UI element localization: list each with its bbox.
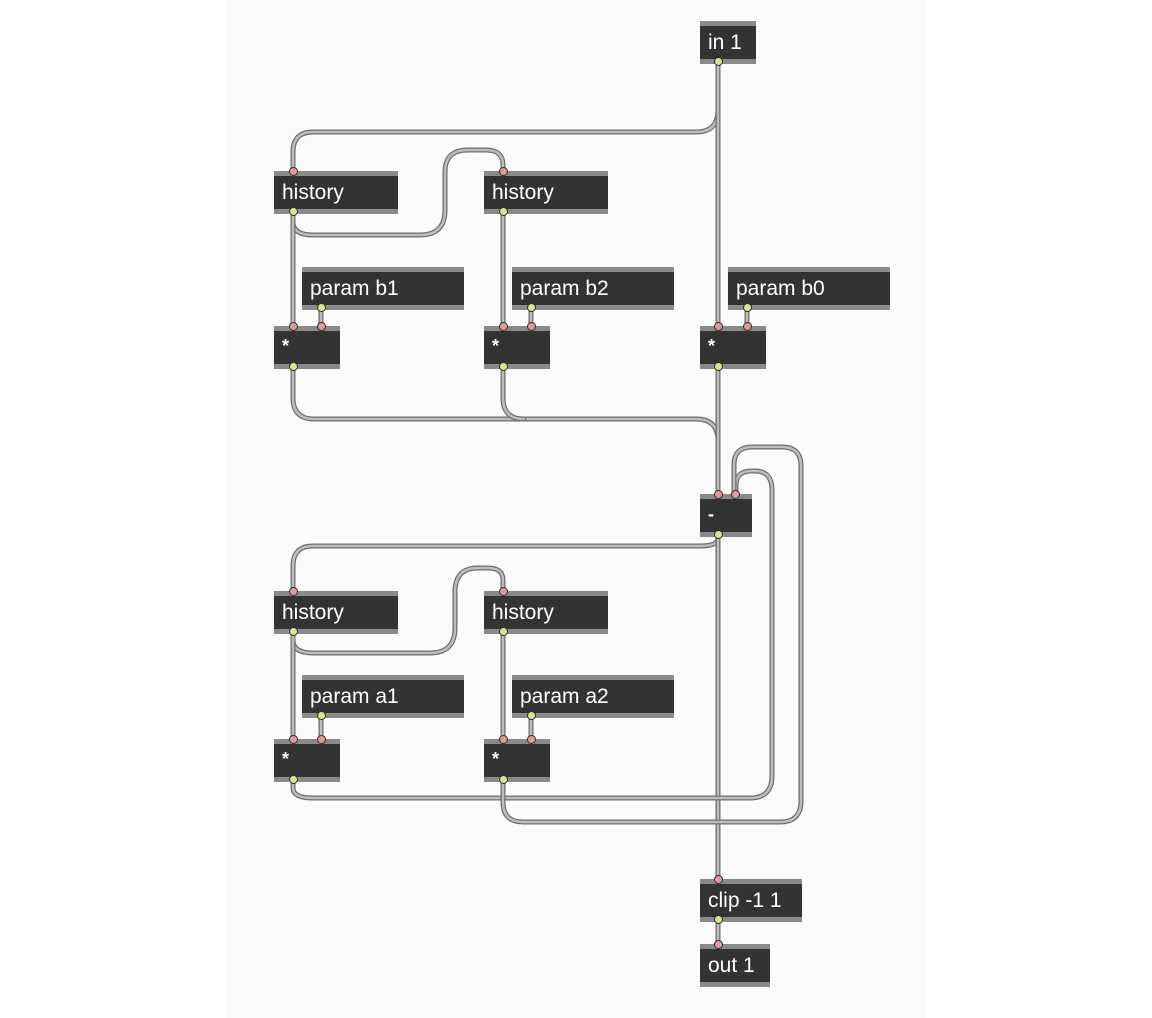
in1-outlet[interactable] <box>714 57 723 66</box>
cable-mul-a1-to-sub[interactable] <box>290 468 775 801</box>
mul-a2-right-inlet[interactable] <box>527 735 536 744</box>
mul-a2-left-inlet[interactable] <box>499 735 508 744</box>
sub-outlet[interactable] <box>714 530 723 539</box>
mul-b0-left-inlet[interactable] <box>714 322 723 331</box>
sub-right-inlet[interactable] <box>731 490 740 499</box>
object-param-b0[interactable]: param b0 <box>728 267 890 310</box>
mul-b1-left-inlet[interactable] <box>289 322 298 331</box>
history-b2-outlet[interactable] <box>499 207 508 216</box>
mul-b2-left-inlet[interactable] <box>499 322 508 331</box>
mul-b1-right-inlet[interactable] <box>317 322 326 331</box>
cable-history-a1-to-history-a2[interactable] <box>290 565 506 656</box>
mul-b0-outlet[interactable] <box>714 362 723 371</box>
object-multiply-a2[interactable]: * <box>484 739 550 782</box>
clip-outlet[interactable] <box>714 915 723 924</box>
object-multiply-a1[interactable]: * <box>274 739 340 782</box>
mul-b2-outlet[interactable] <box>499 362 508 371</box>
object-multiply-b2[interactable]: * <box>484 326 550 369</box>
history-a1-outlet[interactable] <box>289 627 298 636</box>
object-param-b1[interactable]: param b1 <box>302 267 464 310</box>
out1-inlet[interactable] <box>714 940 723 949</box>
mul-b0-right-inlet[interactable] <box>743 322 752 331</box>
object-clip[interactable]: clip -1 1 <box>700 879 802 922</box>
param-b2-outlet[interactable] <box>527 303 536 312</box>
object-history-a1[interactable]: history <box>274 591 398 634</box>
mul-a1-outlet[interactable] <box>289 775 298 784</box>
history-a1-inlet[interactable] <box>289 587 298 596</box>
cable-mul-a2-to-sub[interactable] <box>500 444 804 825</box>
history-a2-inlet[interactable] <box>499 587 508 596</box>
sub-left-inlet[interactable] <box>714 490 723 499</box>
object-in-1[interactable]: in 1 <box>700 21 756 64</box>
object-out-1[interactable]: out 1 <box>700 944 770 987</box>
mul-a1-right-inlet[interactable] <box>317 735 326 744</box>
object-multiply-b1[interactable]: * <box>274 326 340 369</box>
param-a1-outlet[interactable] <box>317 711 326 720</box>
mul-b1-outlet[interactable] <box>289 362 298 371</box>
object-param-a1[interactable]: param a1 <box>302 675 464 718</box>
object-multiply-b0[interactable]: * <box>700 326 766 369</box>
history-b2-inlet[interactable] <box>499 167 508 176</box>
param-b1-outlet[interactable] <box>317 303 326 312</box>
history-a2-outlet[interactable] <box>499 627 508 636</box>
object-history-b2[interactable]: history <box>484 171 608 214</box>
object-subtract[interactable]: - <box>700 494 752 537</box>
cable-history-b1-to-history-b2[interactable] <box>290 147 506 238</box>
object-history-b1[interactable]: history <box>274 171 398 214</box>
history-b1-inlet[interactable] <box>289 167 298 176</box>
param-b0-outlet[interactable] <box>743 303 752 312</box>
object-history-a2[interactable]: history <box>484 591 608 634</box>
cable-in1-to-history-b1[interactable] <box>290 58 721 175</box>
mul-a2-outlet[interactable] <box>499 775 508 784</box>
mul-a1-left-inlet[interactable] <box>289 735 298 744</box>
history-b1-outlet[interactable] <box>289 207 298 216</box>
clip-inlet[interactable] <box>714 875 723 884</box>
patcher-canvas[interactable] <box>226 0 926 1018</box>
cable-mul-b2-to-sub[interactable] <box>500 364 527 422</box>
object-param-a2[interactable]: param a2 <box>512 675 674 718</box>
object-param-b2[interactable]: param b2 <box>512 267 674 310</box>
param-a2-outlet[interactable] <box>527 711 536 720</box>
mul-b2-right-inlet[interactable] <box>527 322 536 331</box>
